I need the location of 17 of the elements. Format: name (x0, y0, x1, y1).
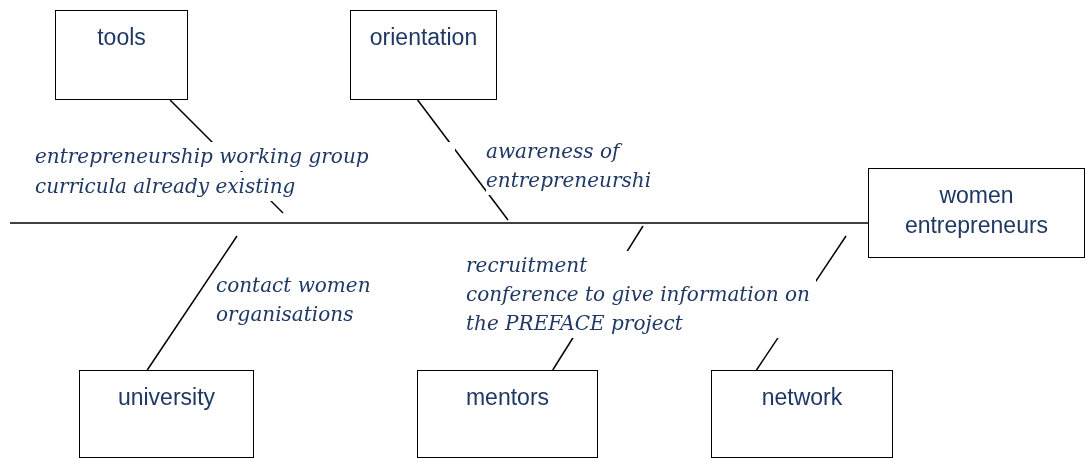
category-box (350, 10, 497, 100)
category-box (711, 370, 893, 458)
box-label: university (117, 383, 216, 412)
box-label: tools (97, 23, 146, 52)
box-label: orientation (369, 23, 478, 52)
cause-text: entrepreneurship working group (35, 142, 455, 171)
category-box (55, 10, 188, 100)
cause-text: conference to give information on the PREFACE project (466, 280, 816, 338)
category-box (417, 370, 598, 458)
bone-line (416, 99, 509, 221)
box-label: mentors (465, 383, 550, 412)
bone-line (146, 235, 238, 371)
box-label: women entrepreneurs (903, 181, 1050, 240)
category-box (79, 370, 254, 458)
box-label: network (761, 383, 843, 412)
effect-box (868, 168, 1085, 258)
spine-line (9, 222, 869, 224)
